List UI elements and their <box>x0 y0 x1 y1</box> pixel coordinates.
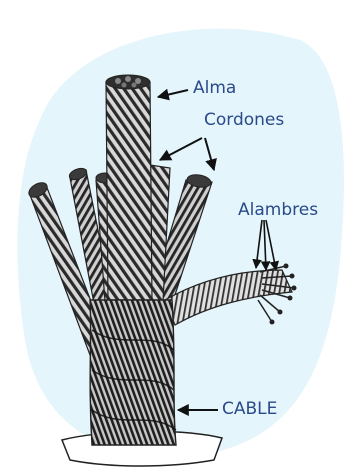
label-alma: Alma <box>193 80 236 97</box>
core-strand <box>106 82 152 300</box>
label-cable: CABLE <box>222 401 277 418</box>
label-alambres: Alambres <box>238 202 318 219</box>
label-cordones: Cordones <box>204 112 284 129</box>
